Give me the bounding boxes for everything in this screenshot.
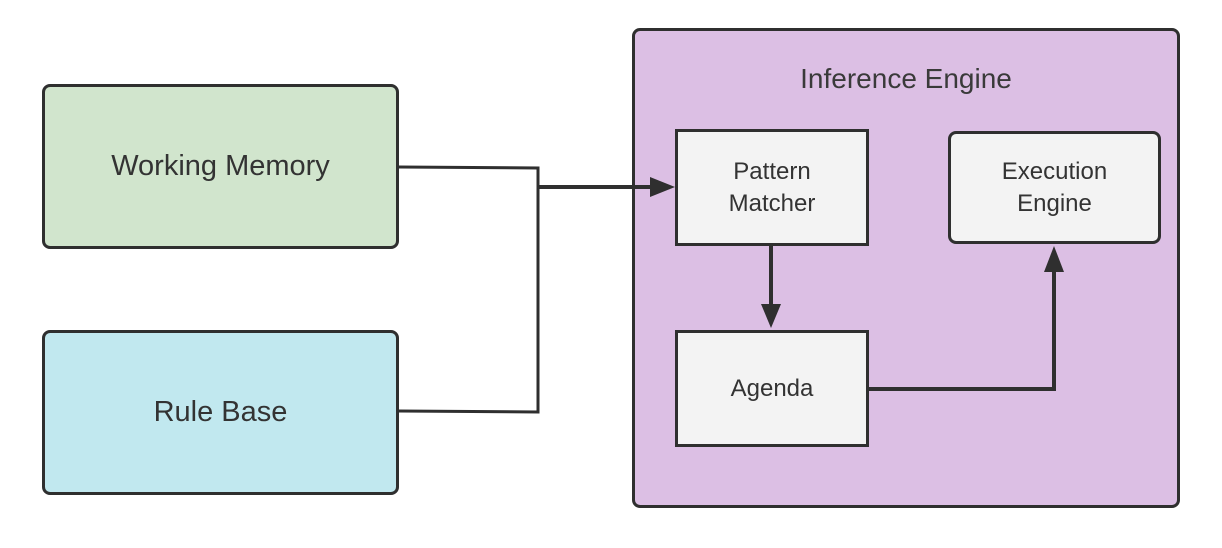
pattern-matcher-node: Pattern Matcher [675, 129, 869, 246]
inference-engine-title: Inference Engine [800, 63, 1012, 94]
working-memory-label: Working Memory [111, 149, 330, 182]
edge-rule-base-to-junction [398, 187, 540, 414]
rule-base-label: Rule Base [153, 395, 288, 428]
agenda-label: Agenda [730, 374, 814, 402]
working-memory-node: Working Memory [42, 84, 399, 249]
execution-engine-label: Execution Engine [1001, 158, 1108, 217]
execution-engine-node: Execution Engine [948, 131, 1161, 244]
edge-working-memory-to-junction [398, 165, 540, 187]
pattern-matcher-label: Pattern Matcher [728, 158, 816, 217]
rule-base-node: Rule Base [42, 330, 399, 495]
agenda-node: Agenda [675, 330, 869, 447]
